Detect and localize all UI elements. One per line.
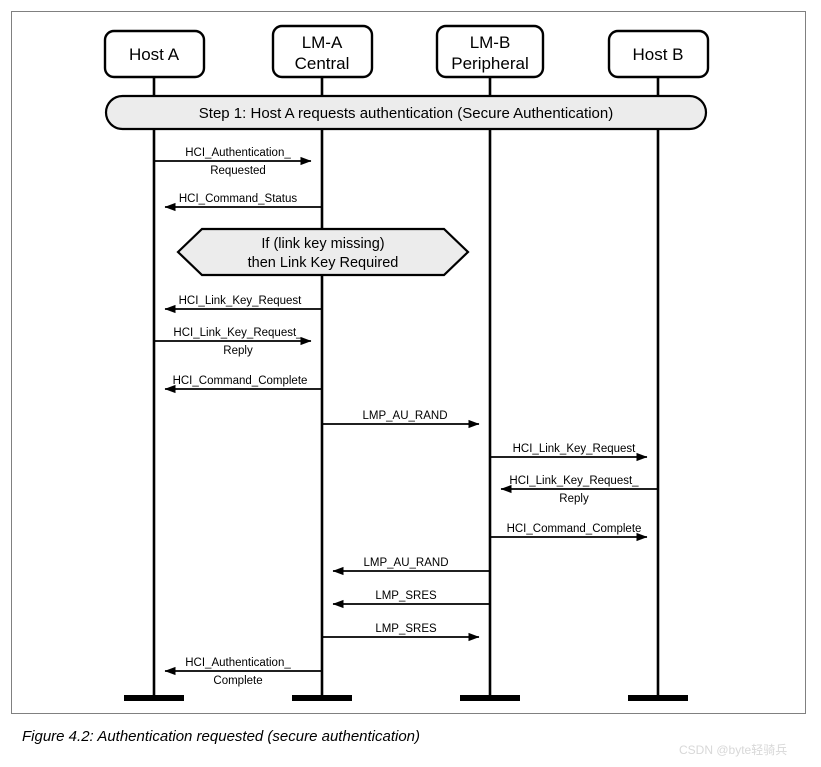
figure-caption: Figure 4.2: Authentication requested (se… xyxy=(22,728,421,745)
participant-label-line1: LM-A xyxy=(302,33,343,52)
message-label-line1: LMP_AU_RAND xyxy=(364,557,449,569)
message-label-line1: LMP_SRES xyxy=(375,590,437,602)
message-m8[interactable]: HCI_Link_Key_Request_ Reply xyxy=(500,475,658,505)
condition-text-line1: If (link key missing) xyxy=(261,236,384,252)
condition-link-key-missing: If (link key missing) then Link Key Requ… xyxy=(176,227,470,277)
message-label-line2: Complete xyxy=(213,675,262,687)
step-banner-shape xyxy=(104,94,708,131)
message-label-line1: HCI_Command_Status xyxy=(179,193,297,205)
lifeline-terminators xyxy=(124,695,688,701)
participant-box xyxy=(271,24,374,79)
participant-label: Host B xyxy=(632,45,683,64)
participant-label: Host A xyxy=(129,45,180,64)
participant-box xyxy=(607,29,710,79)
message-m11[interactable]: LMP_SRES xyxy=(332,590,490,609)
message-label-line1: HCI_Link_Key_Request xyxy=(513,443,637,455)
message-label-line1: HCI_Link_Key_Request_ xyxy=(509,475,639,487)
message-label-line1: HCI_Command_Complete xyxy=(507,523,642,535)
message-label-line2: Requested xyxy=(210,165,266,177)
terminator-lm-a-central xyxy=(292,695,352,701)
participant-label-line1: LM-B xyxy=(470,33,511,52)
condition-text-line2: then Link Key Required xyxy=(248,255,399,271)
message-label-line1: HCI_Authentication_ xyxy=(185,147,291,159)
message-label-line1: LMP_SRES xyxy=(375,623,437,635)
message-label-line2: Reply xyxy=(559,493,589,505)
message-m9[interactable]: HCI_Command_Complete xyxy=(490,523,648,542)
terminator-host-a xyxy=(124,695,184,701)
terminator-host-b xyxy=(628,695,688,701)
participant-label-line2: Peripheral xyxy=(451,54,529,73)
participant-label-line2: Central xyxy=(295,54,350,73)
message-m10[interactable]: LMP_AU_RAND xyxy=(332,557,490,576)
lifelines-group xyxy=(152,77,660,695)
message-label-line1: HCI_Link_Key_Request xyxy=(179,295,303,307)
message-m3[interactable]: HCI_Link_Key_Request xyxy=(164,295,322,314)
message-m7[interactable]: HCI_Link_Key_Request xyxy=(490,443,648,462)
message-m13[interactable]: HCI_Authentication_ Complete xyxy=(164,657,322,687)
message-m4[interactable]: HCI_Link_Key_Request_ Reply xyxy=(154,327,312,357)
participant-host-a[interactable]: Host A xyxy=(103,29,206,79)
message-m6[interactable]: LMP_AU_RAND xyxy=(322,410,480,429)
message-m2[interactable]: HCI_Command_Status xyxy=(164,193,322,212)
participant-lm-b-periph[interactable]: LM-B Peripheral xyxy=(435,24,545,79)
message-label-line1: LMP_AU_RAND xyxy=(363,410,448,422)
message-label-line1: HCI_Link_Key_Request_ xyxy=(173,327,303,339)
participant-host-b[interactable]: Host B xyxy=(607,29,710,79)
message-m1[interactable]: HCI_Authentication_ Requested xyxy=(154,147,312,177)
condition-hexagon-shape xyxy=(176,227,470,277)
message-m5[interactable]: HCI_Command_Complete xyxy=(164,375,322,394)
step-banner-1: Step 1: Host A requests authentication (… xyxy=(104,94,708,131)
message-m12[interactable]: LMP_SRES xyxy=(322,623,480,642)
participant-box xyxy=(103,29,206,79)
watermark: CSDN @byte轻骑兵 xyxy=(679,743,788,757)
message-label-line2: Reply xyxy=(223,345,253,357)
participant-lm-a-central[interactable]: LM-A Central xyxy=(271,24,374,79)
message-label-line1: HCI_Authentication_ xyxy=(185,657,291,669)
message-label-line1: HCI_Command_Complete xyxy=(173,375,308,387)
terminator-lm-b-periph xyxy=(460,695,520,701)
step-banner-text: Step 1: Host A requests authentication (… xyxy=(199,105,613,122)
participant-box xyxy=(435,24,545,79)
